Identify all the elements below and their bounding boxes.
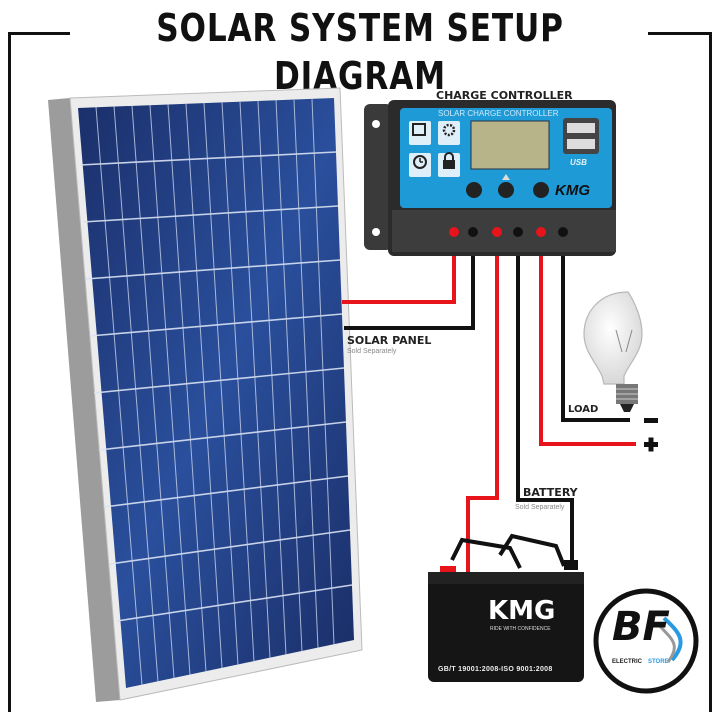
logo-initials: BF [612, 604, 670, 650]
solar-panel-label: SOLAR PANEL [347, 334, 432, 347]
battery [428, 533, 584, 682]
solar-panel [48, 87, 363, 702]
usb-label: USB [570, 158, 587, 167]
solar-panel-note: Sold Separately [347, 348, 397, 355]
frame-top-right [648, 32, 712, 35]
logo-ring [593, 588, 699, 694]
controller-brand: KMG [555, 182, 590, 199]
charge-controller-label: CHARGE CONTROLLER [436, 89, 573, 102]
load-label: LOAD [568, 404, 599, 415]
battery-label: BATTERY [523, 486, 578, 499]
charge-controller [364, 100, 616, 256]
light-bulb [583, 291, 643, 412]
frame-left [8, 32, 11, 712]
controller-faceplate-text: SOLAR CHARGE CONTROLLER [438, 109, 559, 118]
diagram-title: SOLAR SYSTEM SETUP DIAGRAM [156, 6, 564, 98]
battery-note: Sold Separately [515, 504, 565, 511]
logo-text-right: STORE [648, 659, 669, 665]
battery-brand: KMG [488, 596, 556, 626]
frame-right [709, 32, 712, 712]
battery-cert: GB/T 19001:2008-ISO 9001:2008 [438, 666, 553, 673]
frame-top-left [8, 32, 70, 35]
battery-tagline: RIDE WITH CONFIDENCE [490, 626, 551, 632]
logo-text-left: ELECTRIC [612, 659, 642, 665]
